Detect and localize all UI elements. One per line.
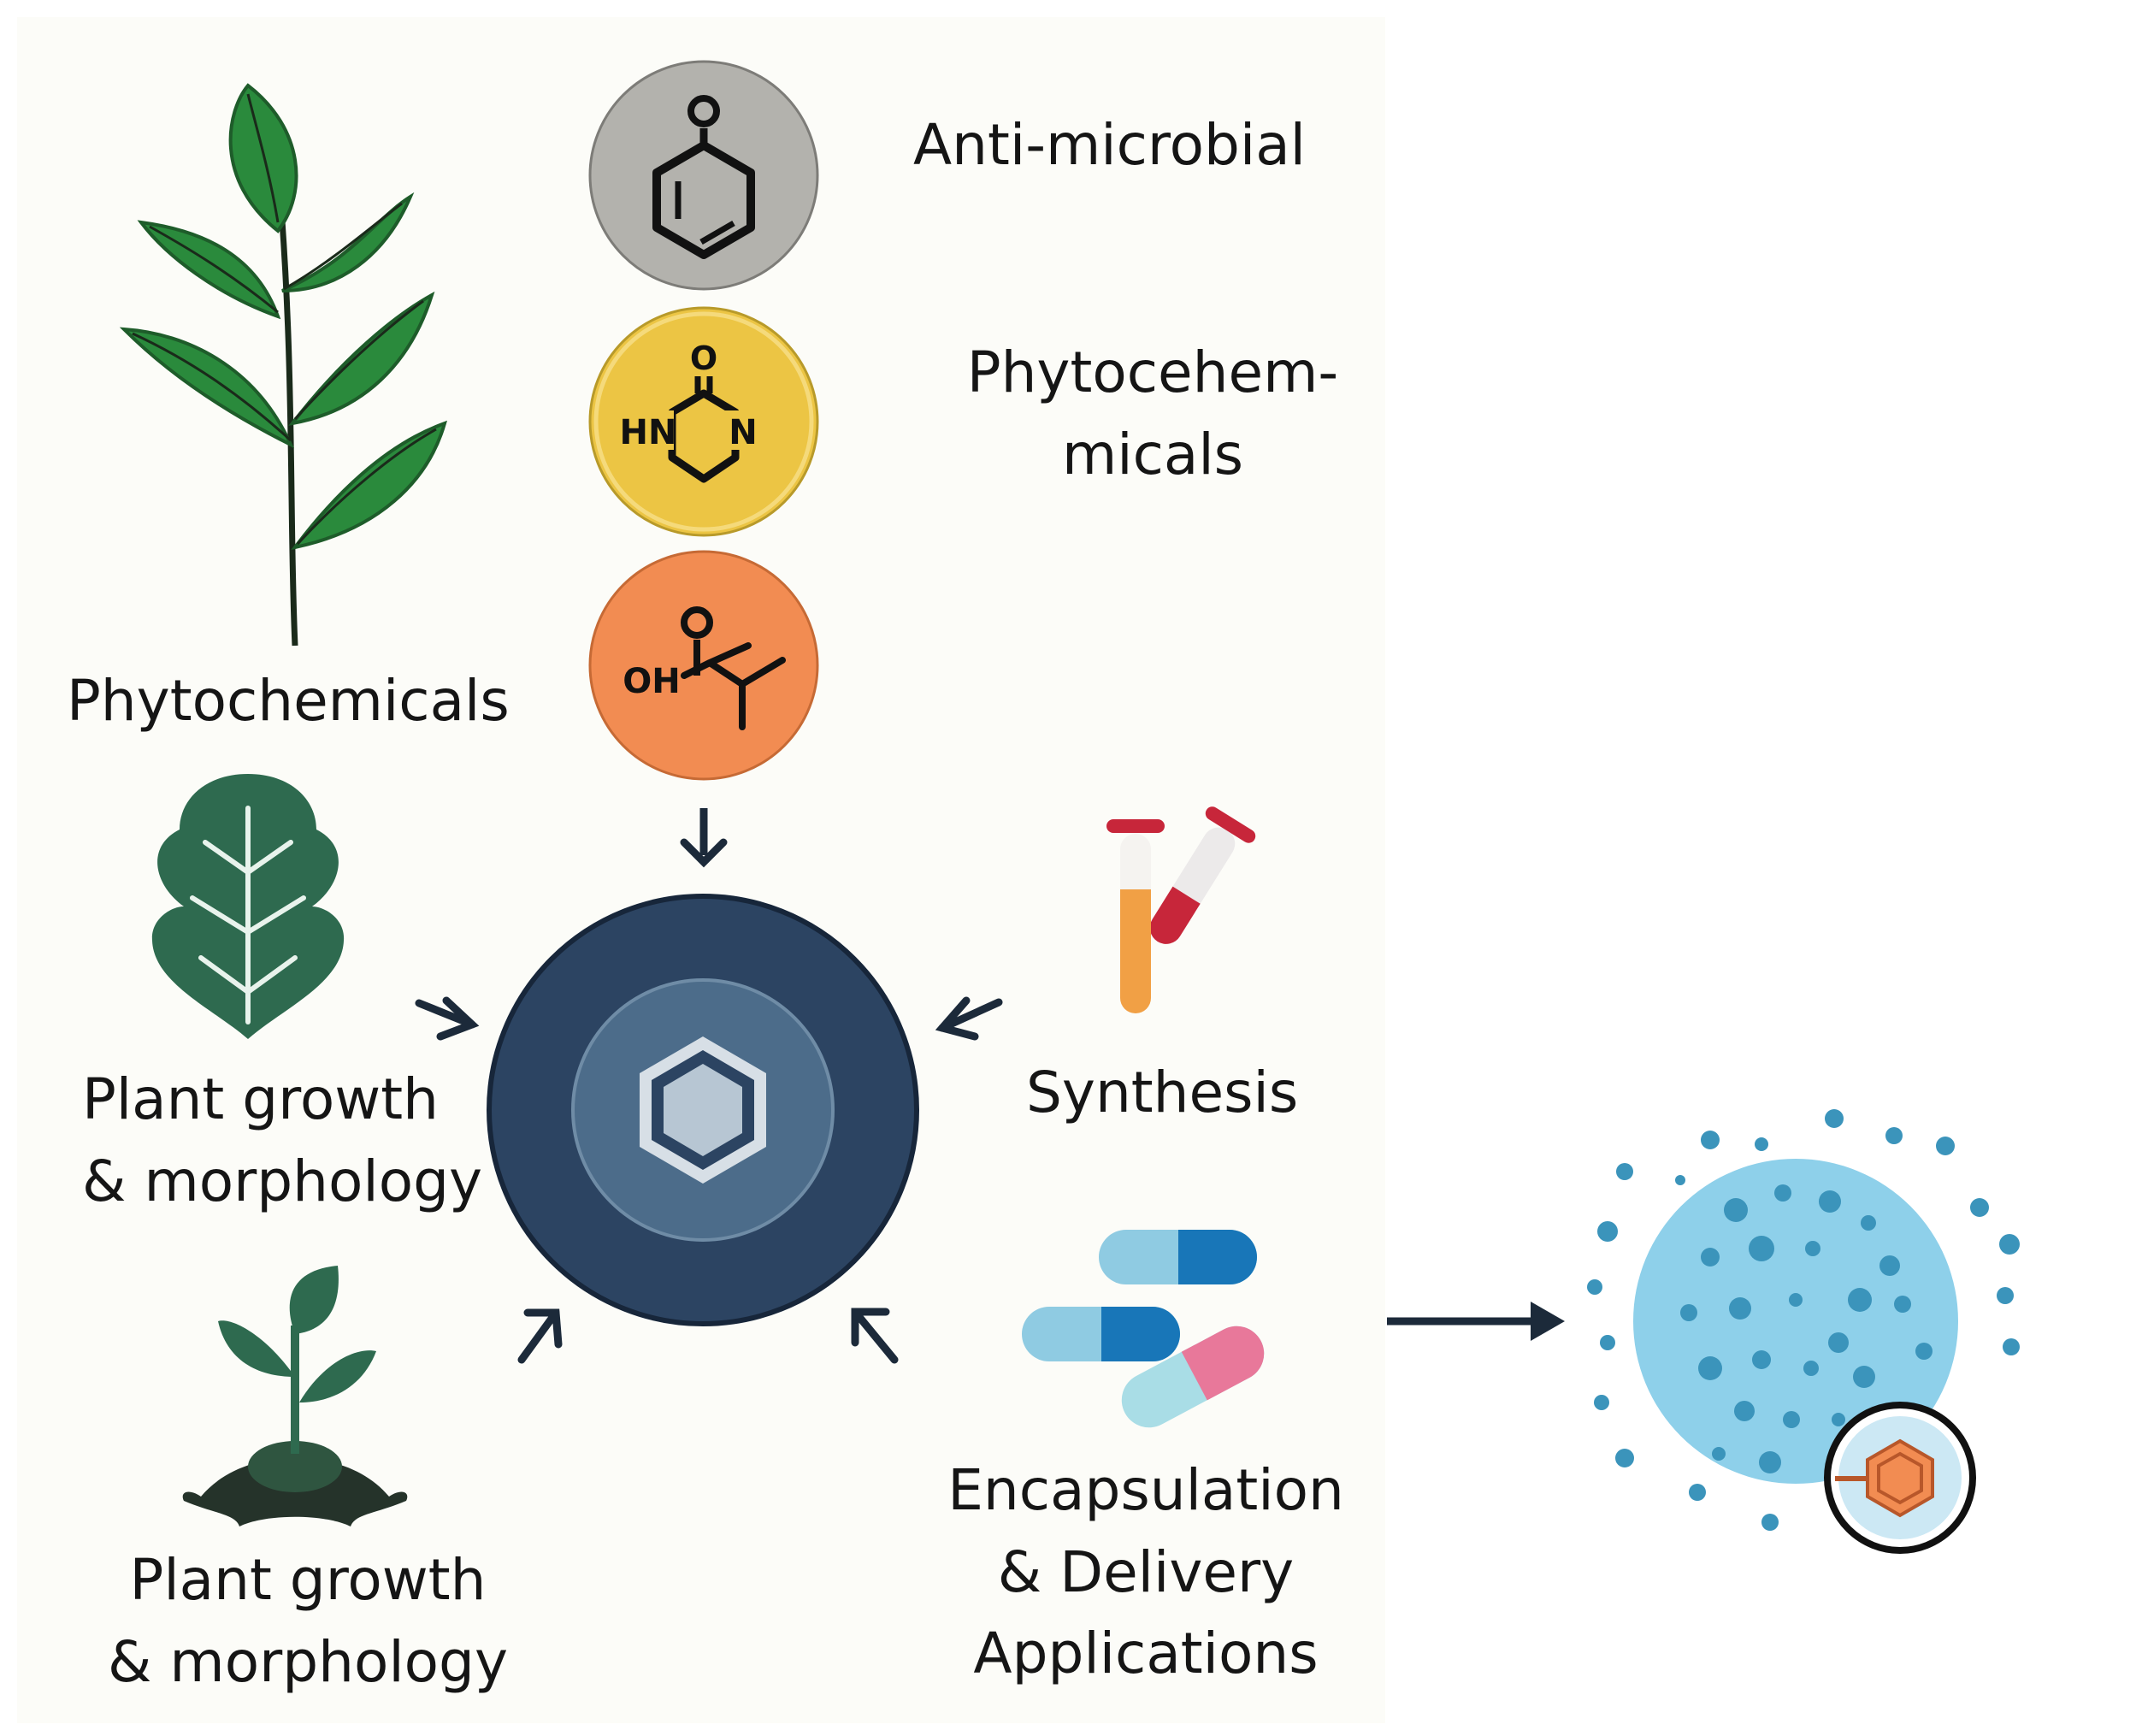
pyrimidinone-icon: O HN N <box>588 306 819 537</box>
arrow-from-capsules-icon <box>851 1308 899 1364</box>
nanoparticle-dot <box>1861 1215 1876 1231</box>
plant-branch-icon <box>119 83 447 647</box>
nanoparticle-dot <box>1789 1293 1803 1307</box>
synthesis-label: Synthesis <box>1026 1060 1299 1125</box>
pyrimidinone-o-label: O <box>690 340 717 377</box>
oak-leaf-icon <box>151 774 345 1039</box>
nanoparticle-dot <box>1832 1413 1845 1426</box>
nanoparticle-dot <box>1749 1236 1774 1261</box>
arrow-down-icon <box>680 808 728 868</box>
arrow-from-leaf-icon <box>415 996 480 1041</box>
nanoparticle-outer-dot <box>1600 1335 1615 1350</box>
nanoparticle-dot <box>1803 1361 1819 1376</box>
benzene-ring-icon <box>588 60 819 291</box>
nanoparticle-dot <box>1915 1343 1933 1360</box>
sprout-icon <box>182 1266 408 1526</box>
arrow-from-synthesis-icon <box>935 996 1003 1041</box>
nanoparticle-outer-dot <box>2003 1338 2020 1355</box>
acid-oh-label: OH <box>623 662 680 701</box>
nanoparticle-outer-dot <box>1615 1449 1634 1467</box>
nanoparticle-outer-dot <box>1936 1137 1955 1155</box>
arrow-to-nanoparticle-icon <box>1387 1302 1565 1341</box>
pyrimidinone-hn-label: HN <box>620 413 677 452</box>
nanoparticle-dot <box>1680 1304 1697 1321</box>
nanoparticle-dot <box>1759 1451 1781 1473</box>
nanoparticle-outer-dot <box>1597 1221 1618 1242</box>
nanoparticle-outer-dot <box>1761 1514 1779 1531</box>
anti-microbial-label: Anti-microbial <box>913 112 1307 178</box>
nanoparticle-dot <box>1734 1401 1755 1421</box>
nanoparticle-dot <box>1774 1184 1791 1202</box>
nanoparticle-dot <box>1894 1296 1911 1313</box>
nanoparticle-outer-dot <box>1970 1198 1989 1217</box>
nanoparticle-dot <box>1698 1356 1722 1380</box>
plant-growth-label-top: Plant growth & morphology <box>82 1066 483 1214</box>
arrow-from-sprout-icon <box>517 1308 563 1364</box>
phytocehemicals-label: Phytocehem- micals <box>966 340 1339 487</box>
nanoparticle-dot <box>1853 1366 1875 1388</box>
nanoparticle-outer-dot <box>1701 1131 1720 1149</box>
phytochemicals-label: Phytochemicals <box>67 668 510 734</box>
nanoparticle-dot <box>1848 1288 1872 1312</box>
nanoparticle-outer-dot <box>1755 1137 1768 1151</box>
nanoparticle-outer-dot <box>1997 1287 2014 1304</box>
nanoparticle-dot <box>1805 1241 1820 1256</box>
nanoparticle-dot <box>1712 1447 1726 1461</box>
nanoparticle-dot <box>1828 1332 1849 1353</box>
nanoparticle-outer-dot <box>1999 1234 2020 1255</box>
capsules-icon <box>1022 1230 1265 1428</box>
nanoparticle-dot <box>1819 1190 1841 1213</box>
nanoparticle-icon <box>1587 1109 2020 1554</box>
nanoparticle-dot <box>1724 1198 1748 1222</box>
test-tubes-icon <box>1106 806 1256 1013</box>
nanoparticle-outer-dot <box>1675 1175 1685 1185</box>
nanoparticle-outer-dot <box>1885 1127 1903 1144</box>
nanoparticle-dot <box>1729 1297 1751 1320</box>
nanoparticle-outer-dot <box>1587 1279 1602 1295</box>
nanoparticle-dot <box>1783 1411 1800 1428</box>
pyrimidinone-n-label: N <box>729 413 757 452</box>
encapsulation-label: Encapsulation & Delivery Applications <box>947 1457 1344 1687</box>
nanoparticle-dot <box>1752 1350 1771 1369</box>
plant-growth-label-bottom: Plant growth & morphology <box>107 1547 509 1695</box>
nanoparticle-outer-dot <box>1825 1109 1844 1128</box>
core-nanoparticle <box>487 894 919 1326</box>
nanoparticle-dot <box>1879 1255 1900 1276</box>
nanoparticle-outer-dot <box>1616 1163 1633 1180</box>
nanoparticle-outer-dot <box>1594 1395 1609 1410</box>
isobutyric-acid-icon: OH <box>588 550 819 781</box>
nanoparticle-outer-dot <box>1689 1484 1706 1501</box>
nanoparticle-dot <box>1701 1248 1720 1267</box>
